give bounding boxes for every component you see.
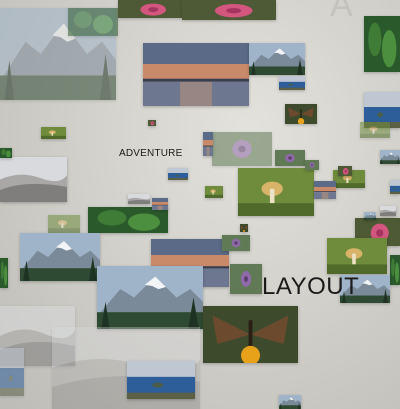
- purple-flower-photo[interactable]: [305, 160, 319, 170]
- layout-label: LAYOUT: [262, 273, 360, 300]
- forest-photo[interactable]: [0, 258, 8, 288]
- forest-photo[interactable]: [364, 16, 400, 72]
- sand-dunes-photo[interactable]: [128, 194, 150, 204]
- mountain-photo[interactable]: [20, 233, 100, 281]
- purple-flower-photo[interactable]: [275, 150, 305, 166]
- mushroom-photo[interactable]: [327, 238, 387, 274]
- butterfly-photo[interactable]: [285, 104, 317, 124]
- pink-flower-photo[interactable]: [148, 120, 156, 126]
- forest-photo[interactable]: [390, 255, 400, 285]
- butterfly-photo[interactable]: [203, 306, 298, 363]
- mountain-photo[interactable]: [380, 150, 400, 164]
- mountain-photo[interactable]: [364, 212, 376, 220]
- lake-sunset-photo[interactable]: [203, 132, 213, 156]
- forest-photo[interactable]: [68, 8, 118, 36]
- mushroom-photo[interactable]: [48, 215, 80, 233]
- crater-lake-photo[interactable]: [0, 348, 24, 396]
- crater-lake-photo[interactable]: [168, 168, 188, 180]
- mountain-photo[interactable]: [249, 43, 305, 75]
- pink-flower-photo[interactable]: [182, 0, 276, 20]
- forest-photo[interactable]: [88, 207, 168, 233]
- lake-sunset-photo[interactable]: [152, 198, 168, 210]
- mountain-photo[interactable]: [279, 395, 301, 409]
- mushroom-photo[interactable]: [360, 122, 390, 138]
- mountain-photo[interactable]: [97, 266, 203, 329]
- lake-sunset-photo[interactable]: [314, 181, 336, 199]
- pink-flower-photo[interactable]: [118, 0, 182, 18]
- butterfly-photo[interactable]: [240, 224, 248, 232]
- crater-lake-photo[interactable]: [390, 180, 400, 194]
- purple-flower-photo[interactable]: [230, 264, 262, 294]
- mushroom-photo[interactable]: [41, 127, 66, 139]
- crater-lake-photo[interactable]: [279, 76, 305, 90]
- ghost-heading: A: [330, 0, 353, 24]
- sand-dunes-photo[interactable]: [0, 157, 67, 202]
- mushroom-photo[interactable]: [205, 186, 223, 198]
- sand-dunes-photo[interactable]: [380, 206, 396, 216]
- crater-lake-photo[interactable]: [127, 361, 195, 399]
- purple-flower-photo[interactable]: [212, 132, 272, 166]
- adventure-label: ADVENTURE: [119, 148, 183, 159]
- mushroom-photo[interactable]: [238, 168, 314, 216]
- purple-flower-photo[interactable]: [222, 235, 250, 251]
- lake-sunset-photo[interactable]: [143, 43, 249, 106]
- pink-flower-photo[interactable]: [338, 166, 352, 176]
- forest-photo[interactable]: [0, 148, 12, 158]
